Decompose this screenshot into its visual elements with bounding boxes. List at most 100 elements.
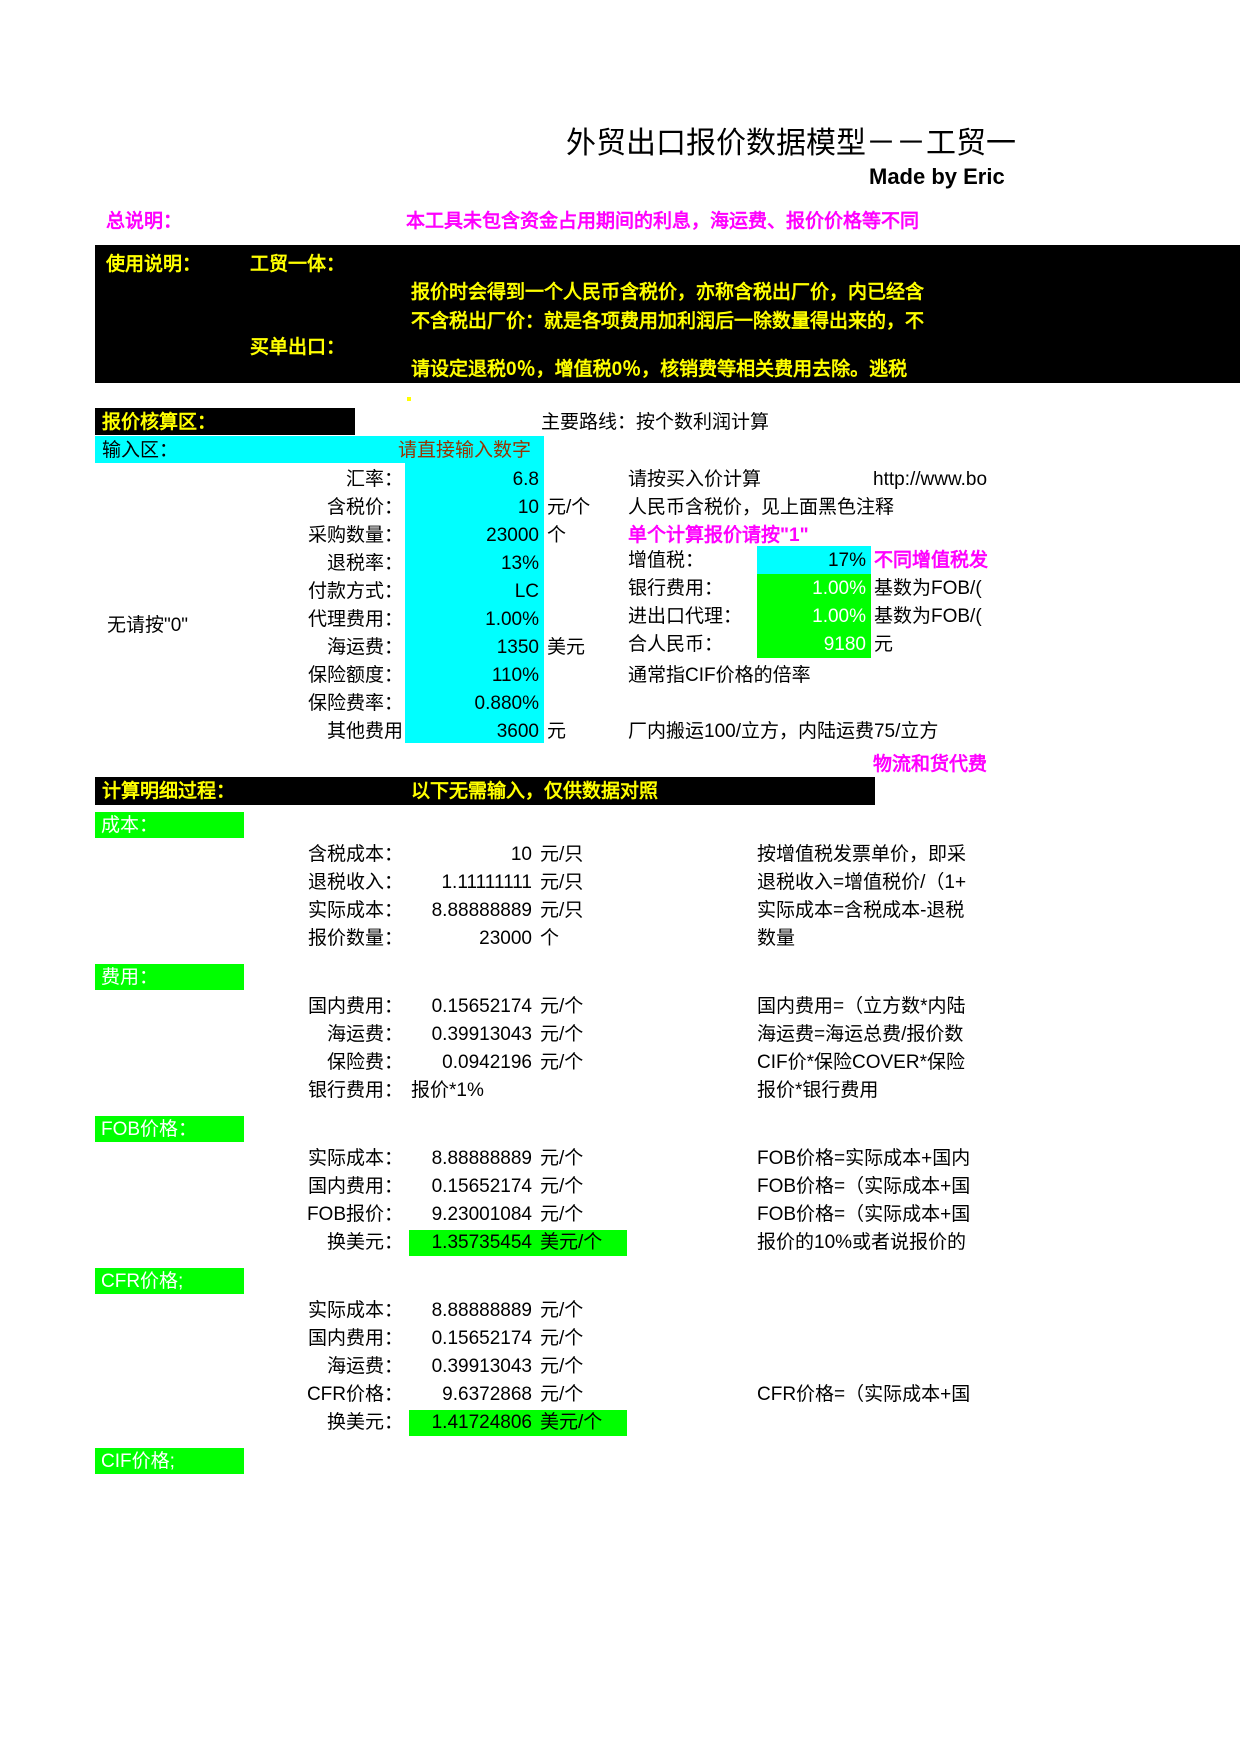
input-field-label: 付款方式： [307,581,403,602]
detail-row-highlight-bg [409,1410,627,1436]
detail-row-label: 国内费用： [307,996,403,1017]
input-field-value[interactable]: 6.8 [512,469,539,490]
detail-row-note: 国内费用=（立方数*内陆 [757,996,966,1017]
input-field-value[interactable]: 10 [517,497,539,518]
right-field-value[interactable]: 17% [827,550,866,571]
detail-row-value: 0.39913043 [431,1024,532,1045]
general-note-text: 本工具未包含资金占用期间的利息，海运费、报价价格等不同 [406,211,920,232]
detail-row-unit: 元/个 [540,1384,584,1405]
input-field-unit: 元/个 [547,497,591,518]
detail-section-header-hint: 以下无需输入，仅供数据对照 [411,781,659,802]
input-field-note: 厂内搬运100/立方，内陆运费75/立方 [628,721,939,742]
detail-row-unit: 元/只 [540,844,584,865]
detail-row-unit: 元/个 [540,1148,584,1169]
detail-row-unit: 元/只 [540,900,584,921]
input-field-value[interactable]: LC [514,581,539,602]
right-field-label: 进出口代理： [628,606,743,627]
detail-row-value: 8.88888889 [431,1300,532,1321]
input-field-value[interactable]: 110% [491,665,539,686]
input-field-link[interactable]: http://www.bo [873,469,988,490]
right-field-unit: 元 [874,634,894,655]
right-field-value[interactable]: 9180 [823,634,866,655]
detail-row-note: 数量 [757,928,796,949]
detail-row-label: 实际成本： [307,900,403,921]
detail-row-note: FOB价格=（实际成本+国 [757,1176,971,1197]
input-field-value[interactable]: 3600 [496,721,539,742]
detail-row-label: 报价数量： [307,928,403,949]
detail-row-label: 海运费： [326,1356,403,1377]
detail-group-title: FOB价格： [101,1119,198,1140]
zero-hint-label: 无请按"0" [107,615,189,636]
usage-instructions-box [95,245,1240,383]
mode-integrated-label: 工贸一体： [250,254,346,275]
detail-row-label: 换美元： [326,1412,403,1433]
input-field-label: 采购数量： [307,525,403,546]
detail-row-label: 海运费： [326,1024,403,1045]
input-field-label: 保险额度： [307,665,403,686]
detail-row-note: FOB价格=实际成本+国内 [757,1148,971,1169]
detail-row-value: 0.39913043 [431,1356,532,1377]
general-note-label: 总说明： [106,211,183,232]
detail-row-unit: 元/个 [540,1024,584,1045]
detail-row-value: 9.23001084 [431,1204,532,1225]
detail-row-note: CIF价*保险COVER*保险 [757,1052,965,1073]
right-field-note: 不同增值税发 [874,550,989,571]
detail-row-note: 海运费=海运总费/报价数 [757,1024,964,1045]
detail-row-value: 10 [510,844,532,865]
input-field-value[interactable]: 13% [500,553,539,574]
input-field-value[interactable]: 1.00% [485,609,539,630]
detail-group-title-bg [95,964,244,990]
quote-section-header-bg [95,408,355,435]
input-field-note: 请按买入价计算 [628,469,762,490]
detail-row-unit: 美元/个 [540,1412,603,1433]
input-area-label: 输入区： [102,440,179,461]
detail-row-value: 1.35735454 [431,1232,532,1253]
detail-row-unit: 元/个 [540,1176,584,1197]
usage-label: 使用说明： [106,254,202,275]
input-field-label: 含税价： [326,497,403,518]
detail-group-title-bg [95,1116,244,1142]
input-area-header-bg [95,436,544,463]
input-field-note: 单个计算报价请按"1" [628,525,809,546]
right-field-label: 银行费用： [628,578,724,599]
detail-row-note: FOB价格=（实际成本+国 [757,1204,971,1225]
detail-group-title-bg [95,812,244,838]
detail-group-title-bg [95,1448,244,1474]
detail-row-unit: 元/个 [540,1052,584,1073]
input-field-value[interactable]: 0.880% [474,693,539,714]
detail-row-note: 按增值税发票单价，即采 [757,844,967,865]
detail-row-unit: 元/个 [540,1328,584,1349]
input-field-value[interactable]: 23000 [486,525,539,546]
detail-row-unit: 元/个 [540,1356,584,1377]
detail-row-unit: 元/只 [540,872,584,893]
detail-group-title: CIF价格; [101,1451,175,1472]
input-field-label: 退税率： [326,553,403,574]
detail-row-label: 银行费用： [307,1080,403,1101]
detail-row-value: 0.15652174 [431,1176,532,1197]
detail-row-value: 0.15652174 [431,1328,532,1349]
route-label: 主要路线：按个数利润计算 [541,412,770,433]
right-field-value[interactable]: 1.00% [812,578,866,599]
input-field-unit: 个 [547,525,567,546]
detail-row-unit: 元/个 [540,1204,584,1225]
right-field-note: 基数为FOB/( [874,578,982,599]
detail-row-note: 实际成本=含税成本-退税 [757,900,965,921]
detail-row-unit: 元/个 [540,996,584,1017]
input-field-note: 人民币含税价，见上面黑色注释 [628,497,895,518]
detail-row-label: 换美元： [326,1232,403,1253]
mode-buydoc-line1: 请设定退税0％，增值税0％，核销费等相关费用去除。逃税 [411,359,908,380]
author-credit: Made by Eric [869,164,1005,189]
input-field-unit: 元 [547,721,567,742]
detail-group-title: CFR价格; [101,1271,184,1292]
detail-row-note: 报价的10%或者说报价的 [757,1232,967,1253]
right-field-value[interactable]: 1.00% [812,606,866,627]
detail-group-title-bg [95,1268,244,1294]
detail-row-label: FOB报价： [306,1204,403,1225]
detail-row-label: 实际成本： [307,1300,403,1321]
detail-row-value: 报价*1% [411,1080,484,1101]
input-field-label: 其他费用 [326,721,403,742]
detail-group-title: 费用： [101,967,159,988]
detail-row-label: 国内费用： [307,1176,403,1197]
input-field-value[interactable]: 1350 [496,637,539,658]
